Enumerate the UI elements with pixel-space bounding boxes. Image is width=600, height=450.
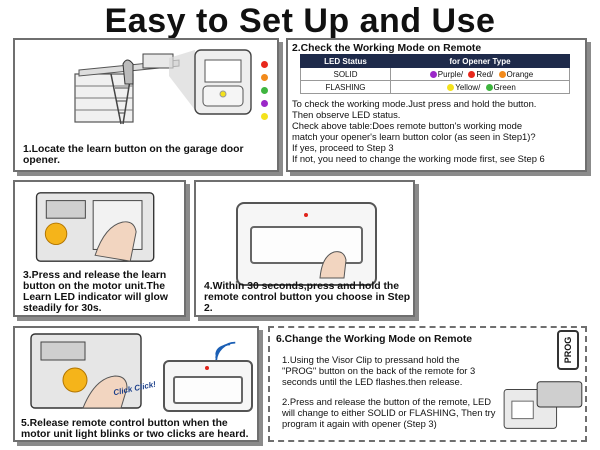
step6-panel: 6.Change the Working Mode on Remote 1.Us…: [268, 326, 587, 442]
step4-panel: 4.Within 30 seconds,press and hold the r…: [194, 180, 415, 317]
color-dot: [498, 70, 506, 78]
step4-caption: 4.Within 30 seconds,press and hold the r…: [204, 281, 411, 314]
table-row: SOLID Purple/ Red/ Orange: [300, 67, 570, 81]
table-header: LED Status: [300, 54, 391, 68]
table-row: FLASHING Yellow/ Green: [300, 80, 570, 94]
signal-waves-icon: [215, 341, 236, 360]
finger-press-icon: [319, 251, 347, 279]
led-status-table: LED Status for Opener Type SOLID Purple/…: [300, 54, 570, 94]
opener-colors-cell: Purple/ Red/ Orange: [390, 67, 570, 81]
prog-button-icon: PROG: [557, 330, 579, 370]
visor-clip-illustration: [503, 381, 583, 429]
remote-led: [304, 213, 308, 217]
step5-caption: 5.Release remote control button when the…: [21, 418, 249, 440]
led-color-dot: [261, 100, 268, 107]
color-dot: [468, 70, 476, 78]
color-label: Green: [493, 82, 516, 92]
remote-led: [205, 366, 209, 370]
led-color-dot: [261, 61, 268, 68]
remote-button[interactable]: [173, 376, 243, 404]
step6-heading: 6.Change the Working Mode on Remote: [276, 334, 473, 345]
step6-para2: 2.Press and release the button of the re…: [282, 396, 496, 429]
motor-unit-illustration: [35, 192, 155, 262]
color-label: Yellow/: [455, 82, 481, 92]
color-dot: [447, 83, 455, 91]
step2-panel: 2.Check the Working Mode on Remote LED S…: [286, 38, 587, 172]
led-color-dot: [261, 74, 268, 81]
remote-control: [236, 202, 377, 286]
color-label: Purple/: [437, 69, 464, 79]
step1-panel: 1.Locate the learn button on the garage …: [13, 38, 279, 172]
table-header: for Opener Type: [390, 54, 570, 68]
step3-caption: 3.Press and release the learn button on …: [23, 270, 168, 314]
step5-panel: Click Click! 5.Release remote control bu…: [13, 326, 259, 442]
step2-line: If not, you need to change the working m…: [292, 153, 545, 164]
motor-unit-light-illustration: [30, 333, 142, 409]
color-dot: [429, 70, 437, 78]
step2-line: match your opener's learn button color (…: [292, 131, 536, 142]
prog-label: PROG: [563, 336, 573, 364]
opener-colors-cell: Yellow/ Green: [390, 80, 570, 94]
led-color-dot: [261, 113, 268, 120]
led-status-cell: FLASHING: [300, 80, 391, 94]
step3-panel: 3.Press and release the learn button on …: [13, 180, 186, 317]
step2-line: To check the working mode.Just press and…: [292, 98, 537, 109]
step2-heading: 2.Check the Working Mode on Remote: [292, 43, 482, 54]
small-remote: [163, 360, 253, 412]
color-label: Orange: [506, 69, 534, 79]
garage-opener-illustration: [74, 49, 252, 125]
step2-line: Check above table:Does remote button's w…: [292, 120, 523, 131]
step1-caption: 1.Locate the learn button on the garage …: [23, 144, 244, 166]
step2-line: Then observe LED status.: [292, 109, 401, 120]
color-dot: [485, 83, 493, 91]
led-status-cell: SOLID: [300, 67, 391, 81]
color-label: Red/: [476, 69, 494, 79]
step6-para1: 1.Using the Visor Clip to pressand hold …: [282, 354, 476, 387]
step2-line: If yes, proceed to Step 3: [292, 142, 394, 153]
led-color-dot: [261, 87, 268, 94]
page-title: Easy to Set Up and Use: [104, 2, 496, 40]
